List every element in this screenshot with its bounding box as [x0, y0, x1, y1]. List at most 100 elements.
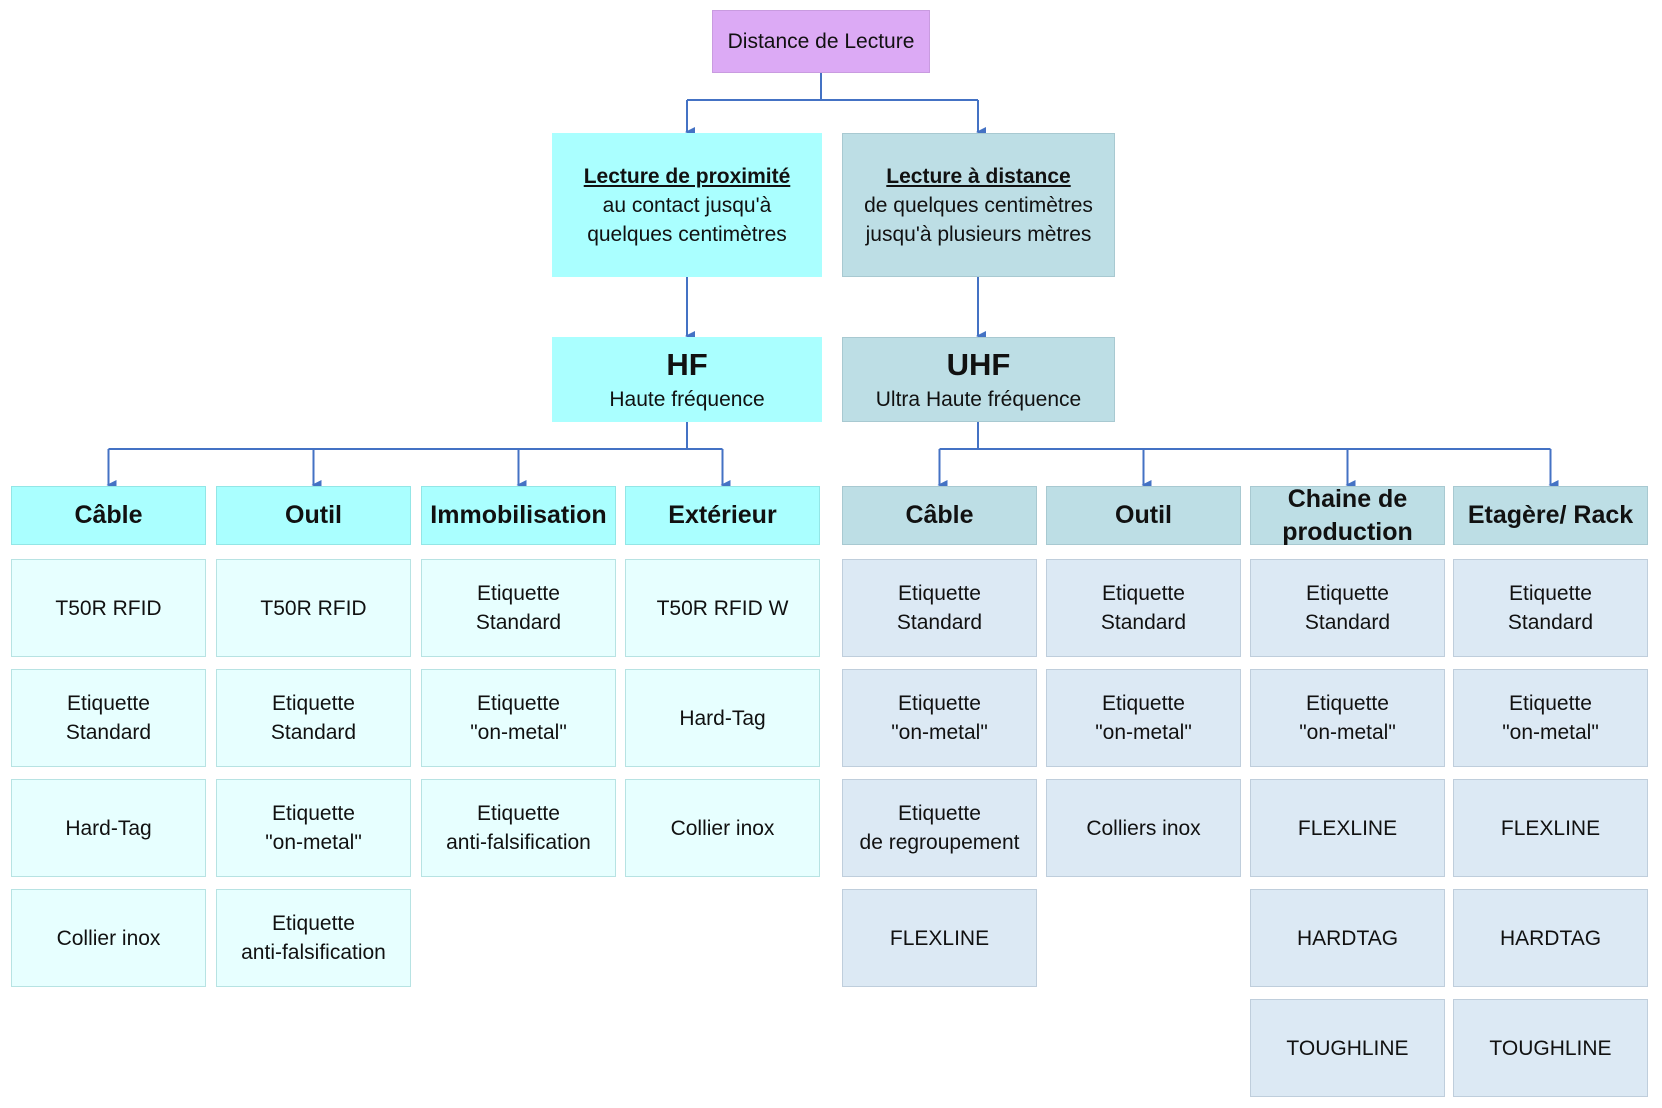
item-label: "on-metal"	[1095, 721, 1192, 744]
item-label: Collier inox	[670, 816, 775, 840]
item-label: Etiquette	[477, 582, 560, 605]
hf-category-cable: Câble	[11, 486, 206, 545]
item-label: Etiquette	[1306, 582, 1389, 605]
uhf-etagere-rack-item: Etiquette "on-metal"	[1453, 669, 1648, 767]
item-label: FLEXLINE	[1297, 816, 1398, 840]
item-label: Etiquette	[477, 692, 560, 715]
item-label: "on-metal"	[891, 721, 988, 744]
category-label: production	[1282, 517, 1413, 546]
uhf-cable-item: FLEXLINE	[842, 889, 1037, 987]
item-label: FLEXLINE	[889, 926, 990, 950]
item-label: Collier inox	[56, 926, 161, 950]
category-label: Immobilisation	[430, 501, 607, 529]
hf-exterieur-item: T50R RFID W	[625, 559, 820, 657]
hf-cable-item: T50R RFID	[11, 559, 206, 657]
hf-cable-item: Collier inox	[11, 889, 206, 987]
item-label: anti-falsification	[446, 831, 591, 854]
item-label: Standard	[475, 611, 562, 634]
hf-exterieur-item: Hard-Tag	[625, 669, 820, 767]
category-label: Outil	[1115, 501, 1172, 529]
item-label: Standard	[896, 611, 983, 634]
item-label: Standard	[270, 721, 357, 744]
hf-exterieur-item: Collier inox	[625, 779, 820, 877]
item-label: Etiquette	[477, 802, 560, 825]
item-label: T50R RFID W	[656, 596, 789, 620]
item-label: anti-falsification	[241, 941, 386, 964]
proximity-title: Lecture de proximité	[583, 164, 791, 188]
uhf-category-outil: Outil	[1046, 486, 1241, 545]
proximity-line-2: quelques centimètres	[587, 222, 787, 246]
hf-cable-item: Hard-Tag	[11, 779, 206, 877]
uhf-chaine-de-production-item: FLEXLINE	[1250, 779, 1445, 877]
item-label: Hard-Tag	[679, 706, 766, 730]
hf-code: HF	[666, 347, 708, 382]
uhf-chaine-de-production-item: Etiquette"on-metal"	[1250, 669, 1445, 767]
category-label: Extérieur	[668, 501, 777, 529]
item-label: Standard	[1507, 611, 1594, 634]
uhf-name: Ultra Haute fréquence	[875, 388, 1082, 411]
item-label: Etiquette	[272, 692, 355, 715]
item-label: Etiquette	[898, 692, 981, 715]
item-label: TOUGHLINE	[1286, 1036, 1409, 1060]
category-label: Outil	[285, 501, 342, 529]
hf-immobilisation-item: Etiquette anti-falsification	[421, 779, 616, 877]
hf-name: Haute fréquence	[609, 388, 765, 411]
category-label: Chaine de	[1287, 484, 1408, 513]
item-label: Etiquette	[1509, 582, 1592, 605]
distance-reading-node: Lecture à distance de quelques centimètr…	[842, 133, 1115, 277]
hf-outil-item: Etiquette "on-metal"	[216, 779, 411, 877]
item-label: "on-metal"	[470, 721, 567, 744]
uhf-cable-item: Etiquette "on-metal"	[842, 669, 1037, 767]
category-label: Etagère/ Rack	[1467, 501, 1634, 529]
item-label: Hard-Tag	[65, 816, 152, 840]
item-label: FLEXLINE	[1500, 816, 1601, 840]
item-label: T50R RFID	[55, 596, 162, 620]
item-label: Etiquette	[1509, 692, 1592, 715]
uhf-band-node: UHF Ultra Haute fréquence	[842, 337, 1115, 422]
category-label: Câble	[74, 501, 143, 529]
distance-line-2: jusqu'à plusieurs mètres	[865, 222, 1092, 246]
uhf-outil-item: Colliers inox	[1046, 779, 1241, 877]
uhf-etagere-rack-item: TOUGHLINE	[1453, 999, 1648, 1097]
item-label: HARDTAG	[1499, 926, 1602, 950]
proximity-line-1: au contact jusqu'à	[602, 193, 772, 217]
item-label: Etiquette	[272, 802, 355, 825]
item-label: Colliers inox	[1086, 816, 1201, 840]
category-label: Câble	[905, 501, 974, 529]
item-label: Standard	[1304, 611, 1391, 634]
root-label: Distance de Lecture	[727, 30, 915, 53]
item-label: Etiquette	[1306, 692, 1389, 715]
hf-category-outil: Outil	[216, 486, 411, 545]
item-label: Etiquette	[1102, 692, 1185, 715]
hf-immobilisation-item: Etiquette "on-metal"	[421, 669, 616, 767]
item-label: "on-metal"	[1502, 721, 1599, 744]
item-label: Etiquette	[898, 582, 981, 605]
item-label: Etiquette	[898, 802, 981, 825]
item-label: HARDTAG	[1296, 926, 1399, 950]
hf-outil-item: T50R RFID	[216, 559, 411, 657]
item-label: Etiquette	[272, 912, 355, 935]
item-label: Standard	[1100, 611, 1187, 634]
uhf-category-chaine-de-production: Chaine de production	[1250, 484, 1445, 546]
uhf-category-cable: Câble	[842, 486, 1037, 545]
item-label: "on-metal"	[265, 831, 362, 854]
distance-line-1: de quelques centimètres	[864, 193, 1093, 217]
hf-band-node: HF Haute fréquence	[552, 337, 822, 422]
uhf-etagere-rack-item: FLEXLINE	[1453, 779, 1648, 877]
item-label: Etiquette	[67, 692, 150, 715]
proximity-reading-node: Lecture de proximité au contact jusqu'à …	[552, 133, 822, 277]
uhf-chaine-de-production-item: HARDTAG	[1250, 889, 1445, 987]
hf-outil-item: Etiquette anti-falsification	[216, 889, 411, 987]
uhf-chaine-de-production-item: TOUGHLINE	[1250, 999, 1445, 1097]
root-node: Distance de Lecture	[712, 10, 930, 73]
item-label: T50R RFID	[260, 596, 367, 620]
item-label: TOUGHLINE	[1489, 1036, 1612, 1060]
